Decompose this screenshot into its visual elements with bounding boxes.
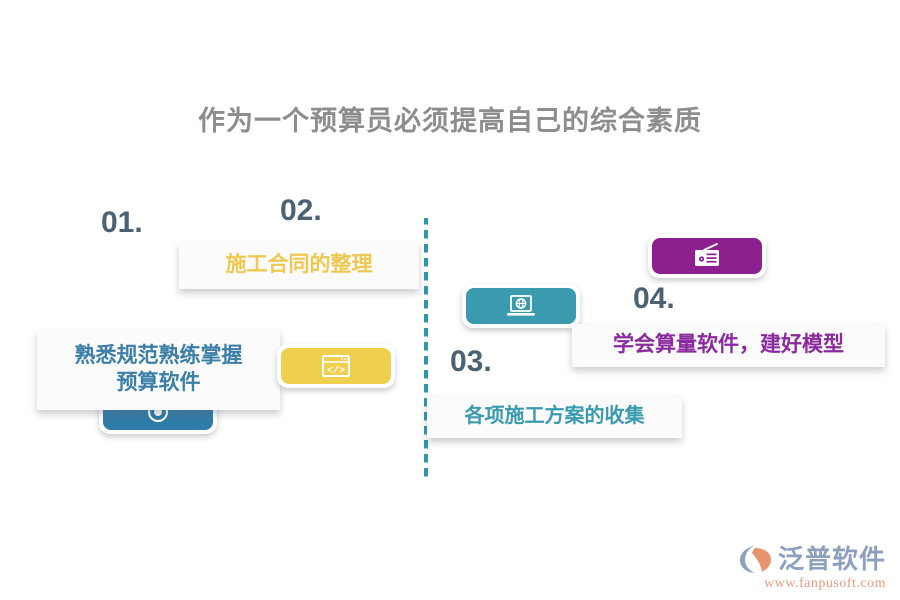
step-icon-badge-04[interactable]	[648, 234, 766, 278]
step-text-card-01[interactable]: 熟悉规范熟练掌握 预算软件	[37, 330, 280, 410]
laptop-globe-icon	[507, 295, 535, 316]
step-icon-inner-04	[652, 238, 762, 274]
step-number-03: 03.	[450, 345, 492, 378]
brand-logo[interactable]: 泛普软件 www.fanpusoft.com	[739, 544, 886, 592]
step-number-02: 02.	[280, 194, 322, 227]
step-icon-inner-02: </>	[281, 348, 391, 384]
logo-brand-text: 泛普软件	[777, 544, 886, 574]
step-text-card-03[interactable]: 各项施工方案的收集	[427, 396, 682, 438]
radio-icon	[695, 243, 719, 266]
step-number-01: 01.	[101, 206, 143, 239]
logo-row: 泛普软件	[739, 544, 886, 574]
step-text-card-02[interactable]: 施工合同的整理	[179, 242, 419, 289]
logo-url-text: www.fanpusoft.com	[764, 576, 886, 591]
step-icon-inner-03	[466, 288, 576, 324]
page-title: 作为一个预算员必须提高自己的综合素质	[198, 106, 702, 136]
step-icon-badge-03[interactable]	[462, 284, 580, 328]
step-number-04: 04.	[633, 282, 675, 315]
svg-text:</>: </>	[327, 365, 345, 377]
step-icon-badge-02[interactable]: </>	[277, 344, 395, 388]
step-text-card-04[interactable]: 学会算量软件，建好模型	[572, 324, 885, 367]
code-window-icon: </>	[322, 355, 350, 377]
fanpu-swoosh-logo-icon	[739, 546, 771, 573]
vertical-dashed-divider	[424, 218, 428, 480]
